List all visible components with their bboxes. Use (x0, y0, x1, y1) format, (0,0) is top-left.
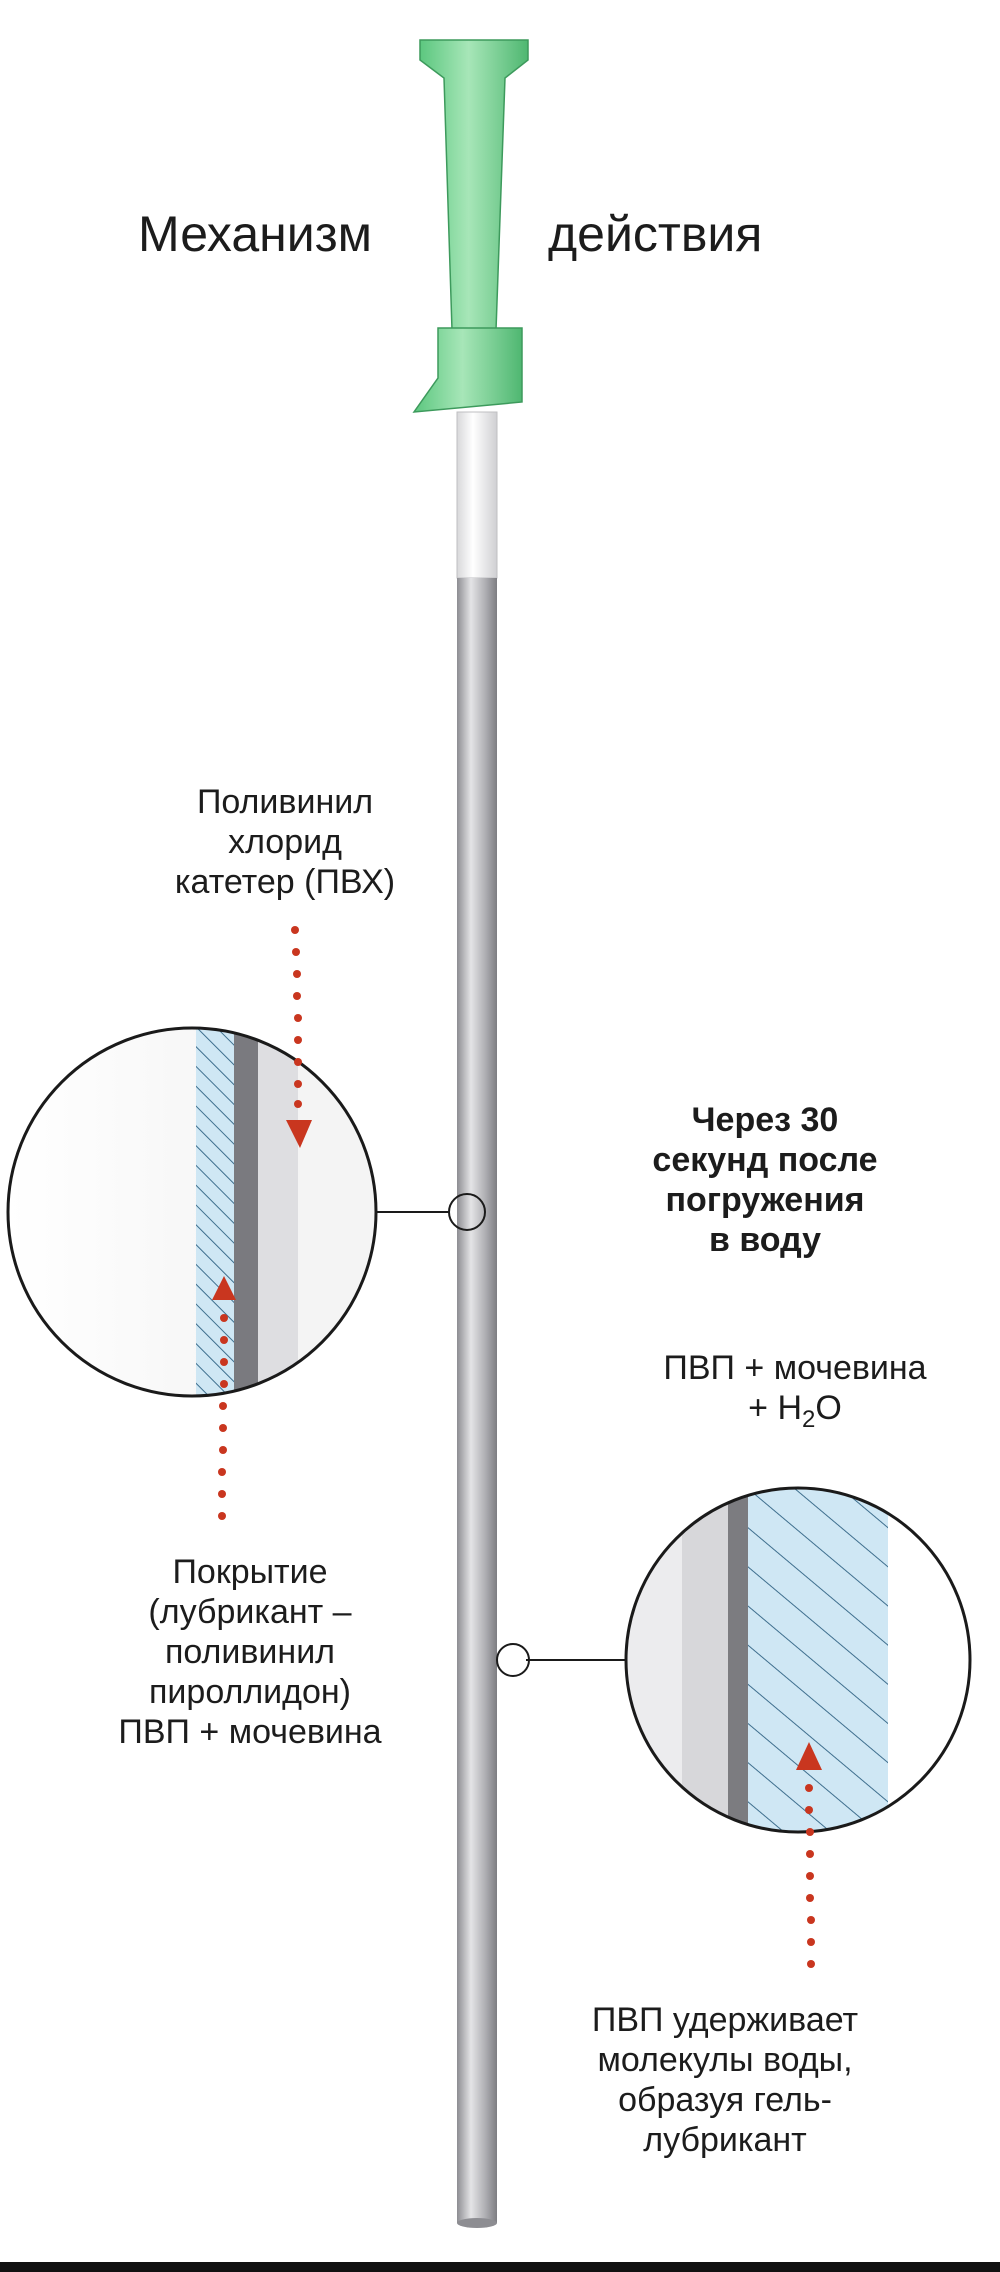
label-pvc-line-3: катетер (ПВХ) (174, 863, 396, 901)
arrow-retains (796, 1742, 822, 1968)
label-pvp-urea-water: ПВП + мочевина + H2O (630, 1348, 960, 1440)
label-coating-line-5: ПВП + мочевина (118, 1713, 382, 1751)
label-coating-line-1: Покрытие (172, 1553, 328, 1591)
arrow-pvc (286, 926, 312, 1148)
arrow-coating (212, 1276, 236, 1520)
formula-suffix: O (815, 1389, 842, 1427)
label-pvp-retains-water: ПВП удерживает молекулы воды, образуя ге… (570, 2000, 880, 2160)
label-after-immersion: Через 30 секунд после погружения в воду (620, 1100, 910, 1260)
label-retains-line-2: молекулы воды, (597, 2041, 853, 2079)
label-pvc-line-1: Поливинил (196, 783, 374, 821)
catheter-connector (412, 39, 529, 413)
label-coating-line-2: (лубрикант – (148, 1593, 352, 1631)
bottom-border (0, 2262, 1000, 2272)
magnifier-wet-section (496, 1486, 972, 1834)
label-after-line-2: секунд после (652, 1141, 878, 1179)
label-coating-line-4: пироллидон) (149, 1673, 351, 1711)
formula-prefix: + H (748, 1389, 803, 1427)
formula-subscript: 2 (802, 1405, 816, 1433)
label-retains-line-4: лубрикант (643, 2121, 807, 2159)
label-formula-line-2: + H2O (630, 1388, 960, 1440)
label-coating-line-3: поливинил (164, 1633, 336, 1671)
label-after-line-1: Через 30 (691, 1101, 839, 1139)
label-pvc-catheter: Поливинил хлорид катетер (ПВХ) (150, 782, 420, 902)
title-right: действия (548, 206, 763, 262)
label-retains-line-1: ПВП удерживает (591, 2001, 859, 2039)
title-left: Механизм (138, 206, 373, 262)
magnifier-dry-section (6, 1026, 486, 1398)
label-after-line-3: погружения (665, 1181, 865, 1219)
label-pvc-line-2: хлорид (228, 823, 342, 861)
label-retains-line-3: образуя гель- (618, 2081, 832, 2119)
label-after-line-4: в воду (708, 1221, 822, 1259)
label-formula-line-1: ПВП + мочевина (663, 1349, 927, 1387)
label-coating: Покрытие (лубрикант – поливинил пироллид… (100, 1552, 400, 1752)
catheter-tube (456, 411, 498, 2228)
